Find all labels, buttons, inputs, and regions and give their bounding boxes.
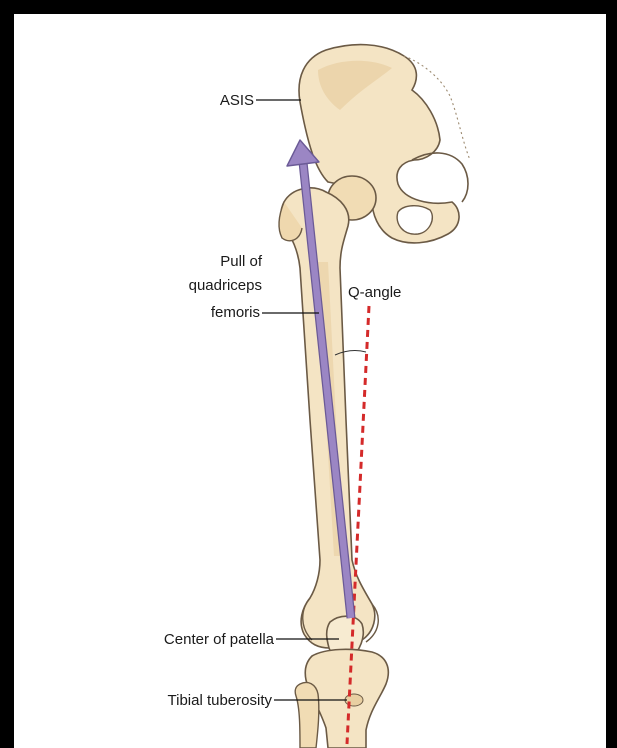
label-pull-line2: quadriceps (189, 277, 262, 294)
label-q-angle: Q-angle (348, 284, 401, 301)
label-tibial-tuberosity: Tibial tuberosity (168, 692, 273, 709)
label-asis: ASIS (220, 92, 254, 109)
label-center-of-patella: Center of patella (164, 631, 275, 648)
label-pull-line1: Pull of (220, 253, 263, 270)
label-pull-line3: femoris (211, 304, 260, 321)
obturator-foramen (397, 206, 432, 234)
